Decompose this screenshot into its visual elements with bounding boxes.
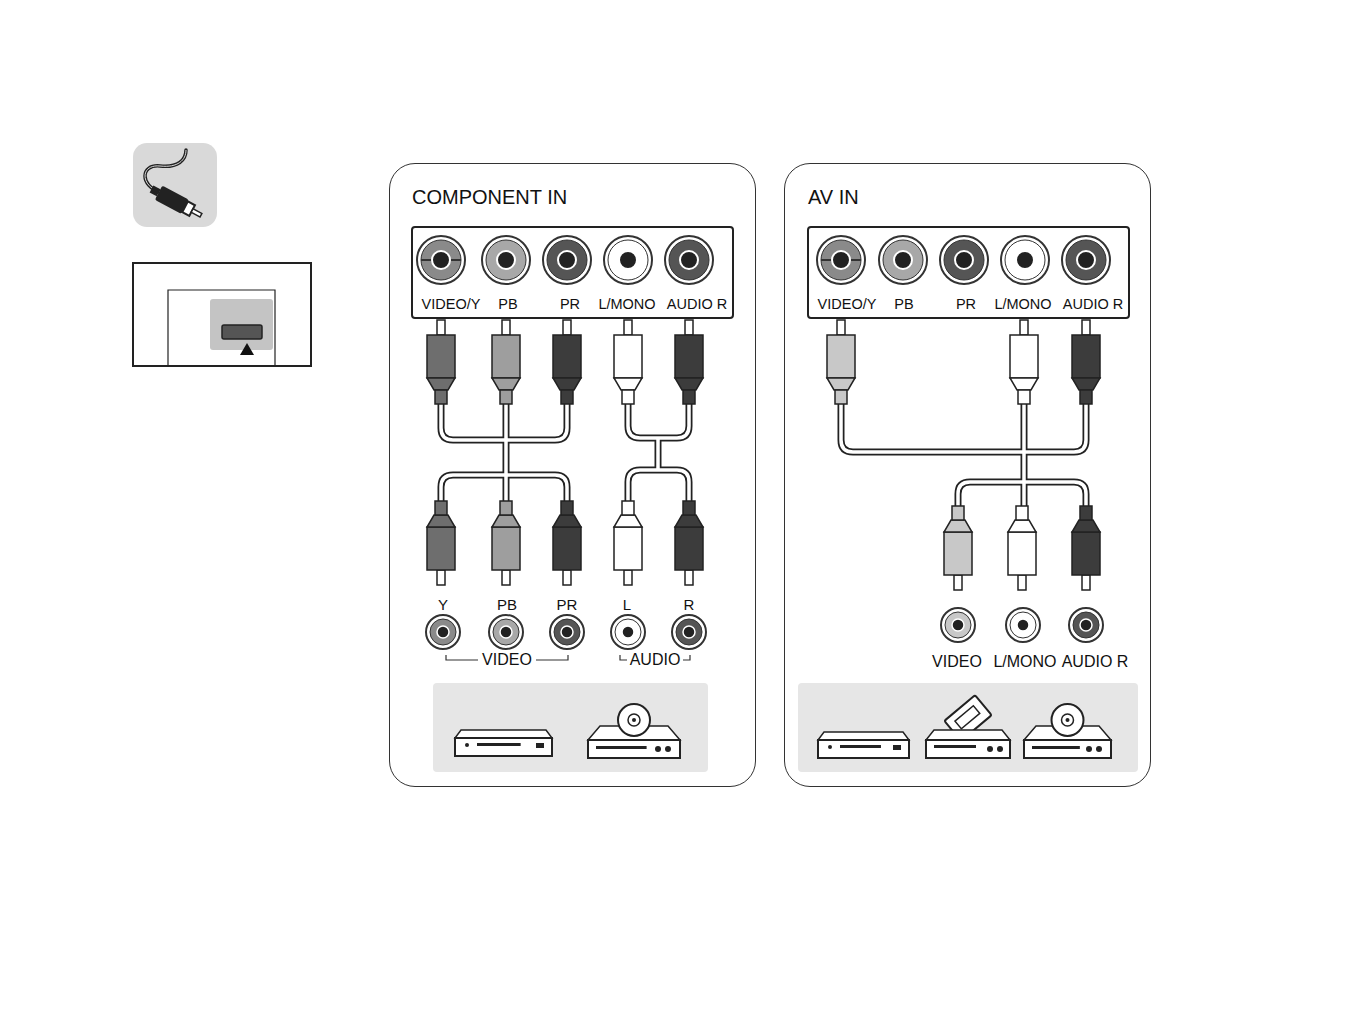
jack-label: R <box>684 597 695 614</box>
output-jack <box>941 608 975 642</box>
panel-heading: AV IN <box>808 186 859 208</box>
rca-plug <box>492 501 520 585</box>
group-label: VIDEO <box>482 651 532 669</box>
rca-plug <box>944 506 972 590</box>
tv-back-panel <box>133 263 311 366</box>
jack-label: L/MONO <box>598 297 655 313</box>
input-jack <box>543 236 591 284</box>
input-jack <box>1001 236 1049 284</box>
cable-icon <box>133 143 217 227</box>
rca-plug <box>492 320 520 404</box>
rca-plug <box>827 320 855 404</box>
output-jack <box>611 615 645 649</box>
jack-label: PR <box>557 597 578 614</box>
output-jack <box>489 615 523 649</box>
input-panel: AV IN VIDEO/Y PB PR L/MONO AUDIO R <box>784 163 1151 787</box>
input-jack <box>817 236 865 284</box>
rca-plug <box>675 501 703 585</box>
rca-plug <box>553 320 581 404</box>
output-jack <box>672 615 706 649</box>
input-jack <box>417 236 465 284</box>
jack-label: L <box>623 597 631 614</box>
jack-label: PR <box>560 297 580 313</box>
jack-label: VIDEO/Y <box>422 297 481 313</box>
device-icon <box>455 730 552 756</box>
rca-plug <box>1072 320 1100 404</box>
input-jack <box>1062 236 1110 284</box>
rca-plug <box>553 501 581 585</box>
device-icon <box>818 732 909 758</box>
device-band <box>798 683 1138 772</box>
jack-strip: VIDEO/Y PB PR L/MONO AUDIO R <box>411 226 734 319</box>
rca-plug <box>427 320 455 404</box>
jack-label: PB <box>498 297 517 313</box>
jack-label: PB <box>894 297 913 313</box>
jack-label: VIDEO/Y <box>818 297 877 313</box>
jack-label: L/MONO <box>994 297 1051 313</box>
rca-plug <box>1008 506 1036 590</box>
jack-label: PR <box>956 297 976 313</box>
jack-label: L/MONO <box>993 653 1056 671</box>
rca-plug <box>675 320 703 404</box>
jack-label: AUDIO R <box>1062 653 1129 671</box>
input-jack <box>604 236 652 284</box>
output-jack <box>550 615 584 649</box>
input-jack <box>940 236 988 284</box>
rca-plug <box>1072 506 1100 590</box>
device-icon <box>588 704 680 758</box>
rca-plug <box>614 320 642 404</box>
device-band <box>433 683 708 772</box>
input-jack <box>482 236 530 284</box>
panel-heading: COMPONENT IN <box>412 186 567 208</box>
rca-plug <box>614 501 642 585</box>
input-jack <box>665 236 713 284</box>
group-label: AUDIO <box>630 651 681 669</box>
jack-strip: VIDEO/Y PB PR L/MONO AUDIO R <box>807 226 1130 319</box>
jack-label: PB <box>497 597 517 614</box>
jack-label: AUDIO R <box>667 297 727 313</box>
device-icon <box>1024 704 1111 758</box>
output-jack <box>426 615 460 649</box>
jack-label: Y <box>438 597 448 614</box>
cable <box>441 404 1086 506</box>
rca-plug <box>1010 320 1038 404</box>
device-icon <box>926 695 1010 758</box>
input-panel: COMPONENT IN VIDEO/Y PB PR L/MONO AUDIO R <box>389 163 756 787</box>
input-jack <box>879 236 927 284</box>
output-jack <box>1069 608 1103 642</box>
output-jack <box>1006 608 1040 642</box>
rca-plug <box>427 501 455 585</box>
jack-label: VIDEO <box>932 653 982 671</box>
jack-label: AUDIO R <box>1063 297 1123 313</box>
